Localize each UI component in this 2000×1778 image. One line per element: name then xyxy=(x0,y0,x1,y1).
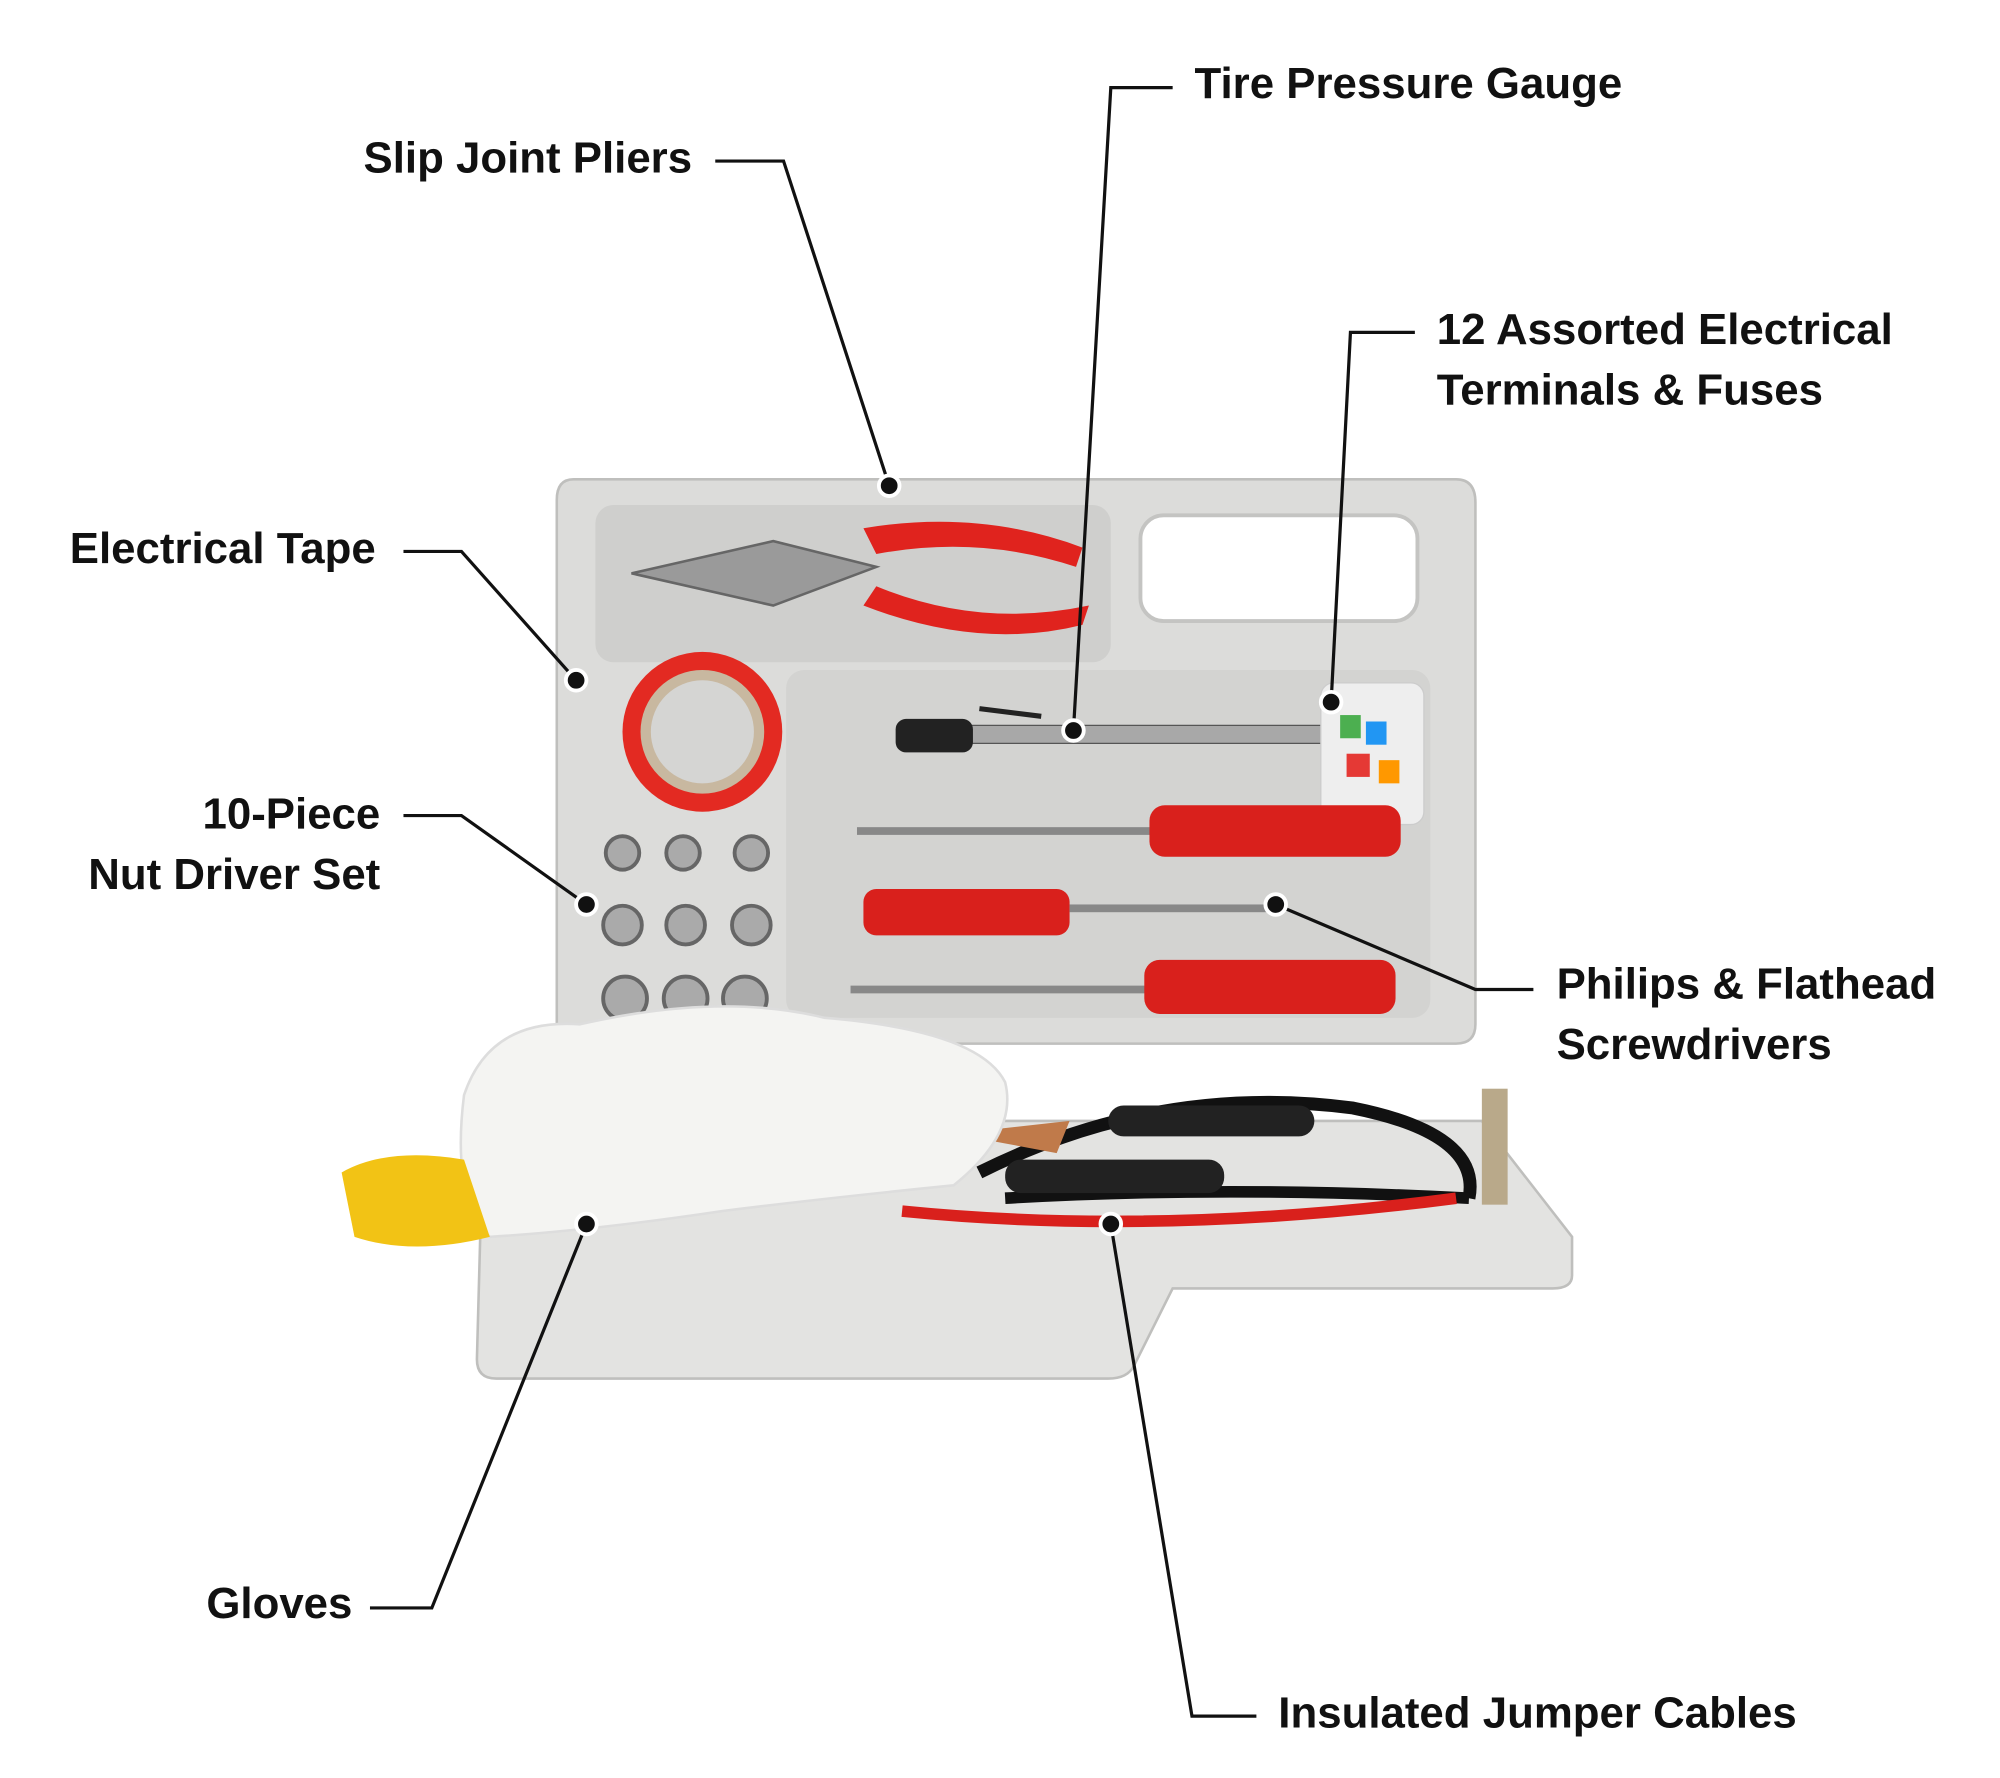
label-electrical-tape: Electrical Tape xyxy=(70,524,376,573)
electrical-tape xyxy=(622,651,783,812)
nut-driver-sockets xyxy=(601,834,773,1023)
label-terminals-line2: Terminals & Fuses xyxy=(1437,366,1823,415)
callout-dot xyxy=(876,473,902,498)
callout-dot xyxy=(1263,892,1288,917)
callout-dot xyxy=(574,1211,599,1237)
label-terminals-line1: 12 Assorted Electrical xyxy=(1437,305,1893,354)
label-slip-joint-pliers: Slip Joint Pliers xyxy=(364,134,693,183)
label-nut-driver-line1: 10-Piece xyxy=(203,789,381,838)
label-jumper-cables: Insulated Jumper Cables xyxy=(1278,1689,1796,1738)
callout-dot xyxy=(1061,718,1086,743)
callout-dot xyxy=(563,668,589,693)
callout-dot xyxy=(1098,1211,1124,1237)
gloves xyxy=(341,1005,1009,1247)
jumper-cables xyxy=(901,1095,1477,1228)
case-handle-hole xyxy=(1138,513,1420,623)
label-screwdrivers-line1: Philips & Flathead xyxy=(1557,960,1937,1009)
slip-joint-pliers xyxy=(631,521,1089,635)
callout-lines xyxy=(369,86,1534,1718)
label-screwdrivers-line2: Screwdrivers xyxy=(1557,1020,1832,1069)
callout-dot xyxy=(1318,689,1344,715)
screwdrivers xyxy=(850,805,1401,1014)
label-gloves: Gloves xyxy=(206,1579,352,1628)
callout-dot xyxy=(574,892,599,917)
label-tire-pressure-gauge: Tire Pressure Gauge xyxy=(1195,59,1623,108)
label-nut-driver-line2: Nut Driver Set xyxy=(88,850,380,899)
